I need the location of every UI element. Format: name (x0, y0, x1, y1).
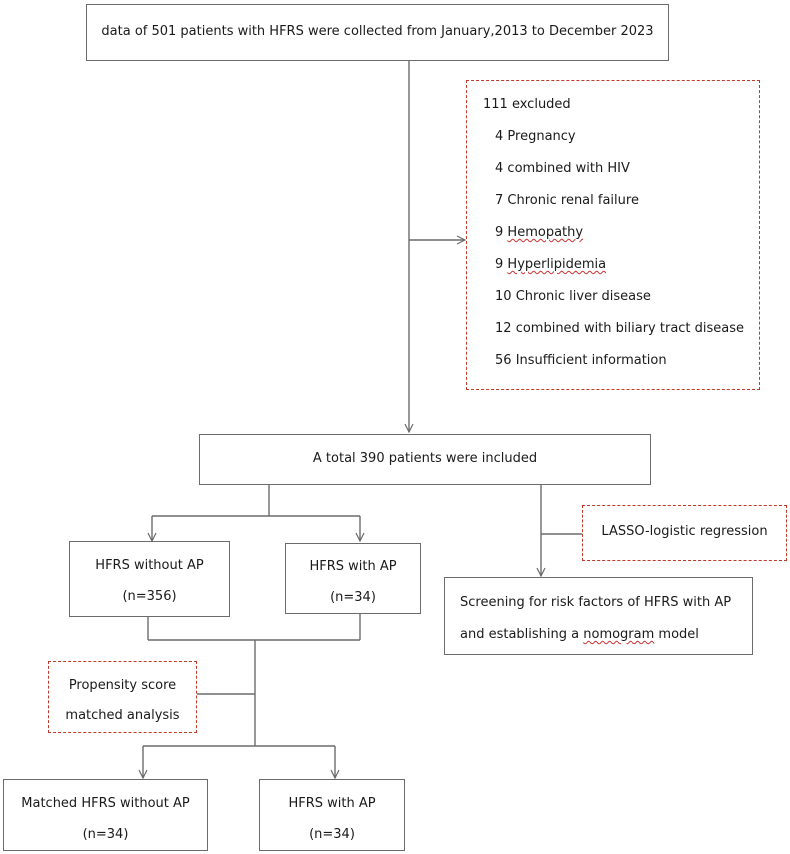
excluded-reason: Hyperlipidemia (507, 257, 607, 272)
without-ap-label: HFRS without AP (95, 558, 204, 573)
excluded-item: 4 Pregnancy (495, 129, 576, 145)
excluded-item: 4 combined with HIV (495, 161, 630, 177)
excluded-item: 9 Hemopathy (495, 225, 583, 241)
matched-without-ap-count: (n=34) (82, 827, 129, 842)
excluded-reason: Pregnancy (507, 129, 576, 144)
psm-line-2: matched analysis (65, 708, 180, 723)
excluded-count: 10 (495, 289, 512, 304)
source-data-box: data of 501 patients with HFRS were coll… (86, 4, 669, 61)
excluded-count: 9 (495, 257, 504, 272)
matched-with-ap-label: HFRS with AP (288, 796, 376, 811)
screening-box: Screening for risk factors of HFRS with … (444, 577, 753, 655)
excluded-item: 10 Chronic liver disease (495, 289, 651, 305)
excluded-item: 7 Chronic renal failure (495, 193, 639, 209)
excluded-count: 4 (495, 129, 504, 144)
matched-with-ap-count: (n=34) (309, 827, 355, 842)
excluded-reason: Chronic renal failure (507, 193, 639, 208)
matched-without-ap-box: Matched HFRS without AP (n=34) (3, 779, 208, 851)
source-data-text: data of 501 patients with HFRS were coll… (101, 24, 654, 39)
excluded-item: 9 Hyperlipidemia (495, 257, 606, 273)
psm-line-1: Propensity score (68, 678, 177, 693)
excluded-count: 56 (495, 353, 512, 368)
screening-nomogram-word: nomogram (583, 627, 655, 642)
screening-line-2-suffix: model (654, 627, 699, 642)
excluded-reason: Hemopathy (507, 225, 584, 240)
with-ap-box: HFRS with AP (n=34) (285, 543, 421, 614)
excluded-title: 111 excluded (483, 97, 571, 112)
excluded-box: 111 excluded 4 Pregnancy 4 combined with… (466, 80, 760, 390)
excluded-reason: Chronic liver disease (515, 289, 651, 304)
excluded-count: 7 (495, 193, 504, 208)
lasso-box: LASSO-logistic regression (582, 505, 787, 561)
with-ap-count: (n=34) (330, 590, 376, 605)
excluded-reason: combined with biliary tract disease (515, 321, 745, 336)
excluded-count: 4 (495, 161, 504, 176)
lasso-text: LASSO-logistic regression (601, 524, 768, 539)
screening-line-2: and establishing a nomogram model (460, 627, 699, 643)
without-ap-box: HFRS without AP (n=356) (69, 541, 230, 617)
psm-box: Propensity score matched analysis (48, 661, 197, 733)
screening-line-1: Screening for risk factors of HFRS with … (460, 595, 732, 610)
excluded-reason: Insufficient information (515, 353, 667, 368)
matched-with-ap-box: HFRS with AP (n=34) (259, 779, 405, 851)
matched-without-ap-label: Matched HFRS without AP (21, 796, 190, 811)
with-ap-label: HFRS with AP (309, 559, 397, 574)
screening-line-2-prefix: and establishing a (460, 627, 584, 642)
excluded-item: 12 combined with biliary tract disease (495, 321, 744, 337)
excluded-count: 12 (495, 321, 512, 336)
included-text: A total 390 patients were included (312, 451, 538, 466)
included-box: A total 390 patients were included (199, 434, 651, 485)
excluded-item: 56 Insufficient information (495, 353, 667, 369)
excluded-count: 9 (495, 225, 504, 240)
excluded-reason: combined with HIV (507, 161, 630, 176)
without-ap-count: (n=356) (122, 589, 177, 604)
